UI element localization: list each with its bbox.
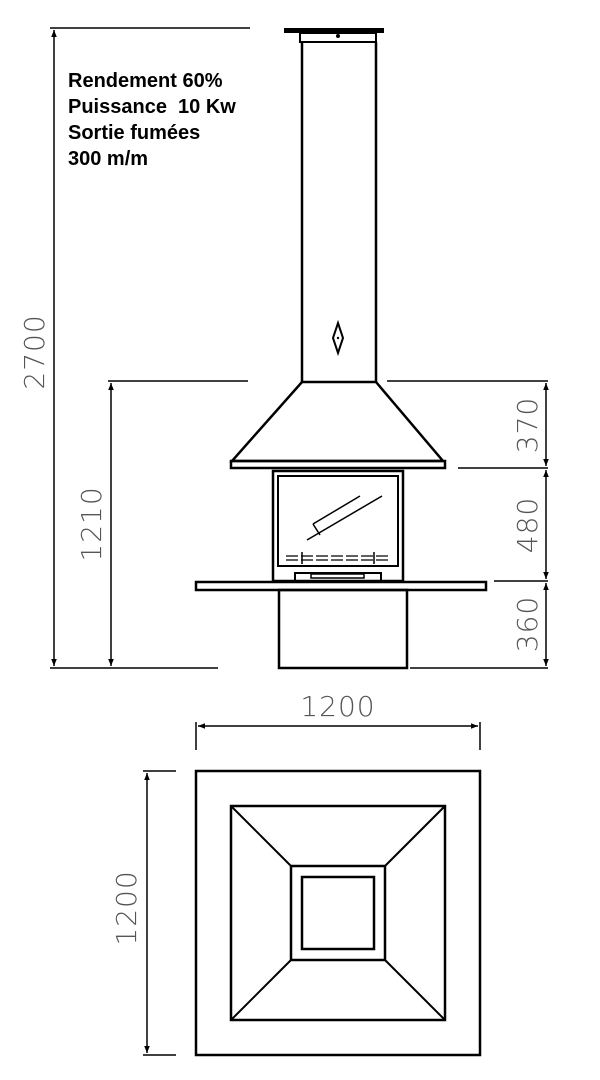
base-pedestal — [277, 588, 409, 670]
ash-drawer-handle — [310, 573, 365, 579]
dim-width: 1200 — [300, 690, 375, 723]
spec-flue-outlet: Sortie fumées — [68, 122, 201, 144]
ceiling-plate — [284, 28, 384, 33]
front-elevation — [194, 28, 488, 670]
hood-rim — [229, 459, 447, 470]
front-dimensions: 2700 1210 370 480 360 — [18, 27, 549, 669]
spec-flue-diameter: 300 m/m — [68, 148, 149, 170]
plan-hood-outline — [229, 804, 447, 1022]
fire-grate — [286, 552, 391, 564]
plan-flue-outer — [289, 864, 387, 962]
dim-total-height: 2700 — [18, 314, 51, 389]
chimney-collar — [299, 32, 377, 43]
glass-reflection-2 — [306, 495, 383, 541]
hood — [229, 380, 446, 463]
collar-screw-icon — [336, 34, 340, 38]
plan-flue-inner — [300, 875, 376, 951]
dim-depth: 1200 — [110, 870, 143, 945]
dim-hood-height: 370 — [511, 397, 544, 453]
spec-efficiency: Rendement 60% — [68, 70, 223, 92]
dim-hood-bottom-height: 1210 — [75, 486, 108, 561]
glass-reflection-1 — [312, 495, 361, 525]
dim-base-height: 360 — [511, 596, 544, 652]
firebox-glass — [277, 475, 399, 567]
spec-power: Puissance 10 Kw — [68, 96, 236, 118]
plan-hearth-outline — [194, 769, 482, 1057]
damper-diamond-icon — [331, 319, 345, 357]
firebox-frame — [271, 469, 405, 583]
dim-firebox-height: 480 — [511, 497, 544, 553]
glass-reflection-link — [312, 523, 321, 536]
specifications-block: Rendement 60% Puissance 10 Kw Sortie fumée… — [68, 68, 236, 172]
plan-view: 1200 1200 — [110, 690, 482, 1057]
